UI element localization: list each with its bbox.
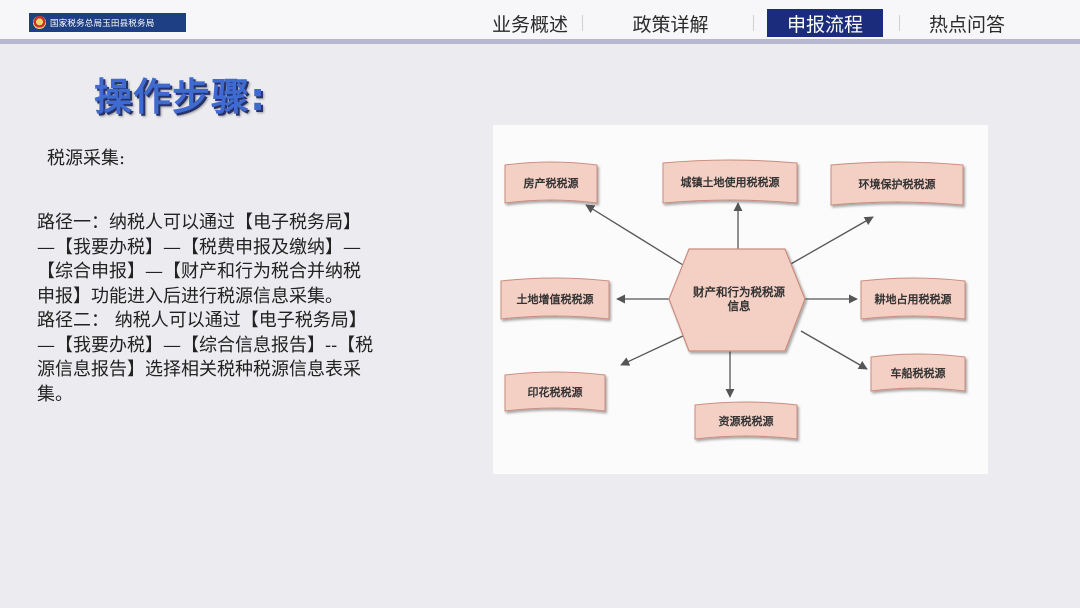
- nav-divider: [753, 15, 754, 31]
- diagram-graphics: [500, 159, 966, 440]
- box-tudi: [500, 277, 610, 320]
- box-fangchan: [504, 161, 598, 204]
- arrow-to-yinhua: [620, 334, 686, 366]
- center-label: 财产和行为税税源信息: [693, 285, 785, 313]
- center-hexagon: [668, 248, 806, 352]
- path-one-text: 路径一：纳税人可以通过【电子税务局】—【我要办税】—【税费申报及缴纳】—【综合申…: [37, 212, 361, 307]
- nav-tab-policy[interactable]: 政策详解: [632, 13, 709, 36]
- box-huanjing: [830, 161, 964, 206]
- node-label-chechuan: 车船税税源: [890, 366, 946, 380]
- header-bar: 国家税务总局玉田县税务局 业务概述 政策详解 申报流程 热点问答: [0, 0, 1080, 44]
- diagram-arrows: [585, 202, 874, 398]
- arrow-to-chechuan: [800, 330, 868, 370]
- slide-title: 操作步骤:: [94, 75, 267, 119]
- node-label-gengdi: 耕地占用税税源: [874, 292, 952, 306]
- section-subhead: 税源采集:: [47, 148, 126, 169]
- arrow-to-huanjing: [788, 216, 874, 266]
- box-ziyuan: [694, 401, 798, 440]
- emblem-icon: [33, 16, 46, 29]
- box-chechuan: [870, 353, 966, 392]
- nav-tab-overview[interactable]: 业务概述: [491, 13, 568, 36]
- path-two-text: 路径二： 纳税人可以通过【电子税务局】—【我要办税】—【综合信息报告】--【税源…: [37, 310, 374, 405]
- path-description: 路径一：纳税人可以通过【电子税务局】—【我要办税】—【税费申报及缴纳】—【综合申…: [37, 211, 377, 407]
- arrow-to-fangchan: [585, 204, 684, 266]
- node-label-ziyuan: 资源税税源: [718, 414, 774, 428]
- nav-tab-process[interactable]: 申报流程: [767, 9, 883, 37]
- box-yinhua: [504, 371, 606, 412]
- nav-tab-faq[interactable]: 热点问答: [928, 13, 1005, 36]
- node-label-yinhua: 印花税税源: [527, 385, 583, 399]
- node-label-chengzhen: 城镇土地使用税税源: [680, 175, 780, 189]
- node-label-fangchan: 房产税税源: [523, 176, 579, 190]
- node-label-tudi: 土地增值税税源: [516, 292, 594, 306]
- node-boxes: [500, 159, 966, 440]
- nav-divider: [582, 15, 583, 31]
- box-chengzhen: [662, 159, 798, 204]
- top-nav: 业务概述 政策详解 申报流程 热点问答: [478, 9, 1034, 37]
- box-gengdi: [860, 277, 966, 320]
- nav-divider: [899, 15, 900, 31]
- logo-text: 国家税务总局玉田县税务局: [50, 18, 155, 29]
- node-label-huanjing: 环境保护税税源: [858, 177, 936, 191]
- tax-source-diagram: 房产税税源 城镇土地使用税税源 环境保护税税源 土地增值税税源 耕地占用税税源 …: [493, 125, 988, 474]
- tax-bureau-logo: 国家税务总局玉田县税务局: [29, 13, 186, 32]
